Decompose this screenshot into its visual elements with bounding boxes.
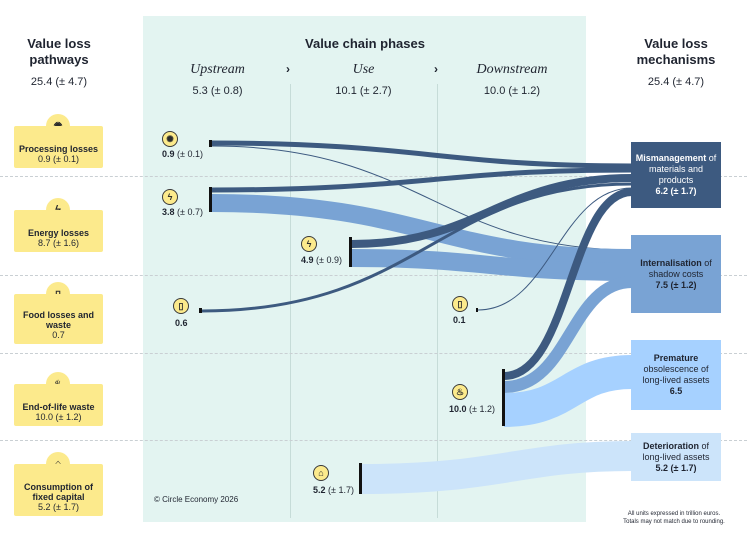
pathway-energy-losses: Energy losses 8.7 (± 1.6) xyxy=(14,210,103,252)
flow-waste-premature xyxy=(503,355,633,427)
phase-divider xyxy=(437,84,438,518)
node-label-processing-upstream: 0.9 (± 0.1) xyxy=(162,149,203,159)
row-divider xyxy=(0,353,747,354)
mechanism-premature-obsolescence: Premature obsolescence of long-lived ass… xyxy=(631,340,721,410)
pathway-value: 5.2 (± 1.7) xyxy=(38,502,79,512)
flow-waste-mismanagement xyxy=(503,188,633,380)
flow-energy-use-mismanagement xyxy=(351,174,633,248)
flow-processing-internalisation xyxy=(211,145,633,251)
node-bar xyxy=(359,463,362,494)
pathway-end-of-life-waste: End-of-life waste 10.0 (± 1.2) xyxy=(14,384,103,426)
phase-name-upstream: Upstream xyxy=(190,62,245,77)
pathway-name: Food losses and waste xyxy=(22,310,94,330)
flow-capital-deterioration xyxy=(361,441,633,494)
node-label-energy-upstream: 3.8 (± 0.7) xyxy=(162,207,203,217)
factory-icon: ⌂ xyxy=(313,465,329,481)
mechanism-deterioration: Deterioration of long-lived assets 5.2 (… xyxy=(631,433,721,481)
gear-icon: ✺ xyxy=(162,131,178,147)
food-jar-icon: ▯ xyxy=(452,296,468,312)
node-bar xyxy=(209,187,212,212)
phase-name-downstream: Downstream xyxy=(476,62,548,77)
pathway-name: Energy losses xyxy=(27,228,90,238)
pathway-fixed-capital: Consumption of fixed capital 5.2 (± 1.7) xyxy=(14,464,103,516)
node-label-food-upstream: 0.6 xyxy=(175,318,188,328)
pathway-name: Processing losses xyxy=(18,144,99,154)
node-label-food-downstream: 0.1 xyxy=(453,315,466,325)
node-label-capital-use: 5.2 (± 1.7) xyxy=(313,485,354,495)
chevron-right-icon: › xyxy=(434,62,438,76)
node-bar xyxy=(209,140,212,147)
flow-energy-up-mismanagement xyxy=(211,167,633,193)
phase-value-downstream: 10.0 (± 1.2) xyxy=(483,85,541,97)
pathway-name: Consumption of fixed capital xyxy=(24,482,93,502)
pathway-food-losses: Food losses and waste 0.7 xyxy=(14,294,103,344)
pathway-value: 0.7 xyxy=(52,330,65,340)
flow-processing-mismanagement xyxy=(211,140,633,169)
pathway-processing-losses: Processing losses 0.9 (± 0.1) xyxy=(14,126,103,168)
node-label-waste-downstream: 10.0 (± 1.2) xyxy=(449,404,495,414)
node-bar xyxy=(199,308,202,313)
phase-value-use: 10.1 (± 2.7) xyxy=(335,85,392,97)
flow-food-down-mismanagement xyxy=(477,187,633,311)
phases-heading: Value chain phases xyxy=(305,36,425,51)
row-divider xyxy=(0,440,747,441)
pathway-value: 10.0 (± 1.2) xyxy=(35,412,82,422)
phase-value-upstream: 5.3 (± 0.8) xyxy=(192,85,243,97)
pathway-value: 0.9 (± 0.1) xyxy=(38,154,79,164)
flow-waste-internalisation xyxy=(503,276,633,393)
mechanisms-heading: Value loss mechanisms xyxy=(636,36,716,67)
pathways-total: 25.4 (± 4.7) xyxy=(30,76,88,88)
chevron-right-icon: › xyxy=(286,62,290,76)
footnote-units: All units expressed in trillion euros. xyxy=(627,511,721,517)
pathway-value: 8.7 (± 1.6) xyxy=(38,238,79,248)
node-bar xyxy=(476,308,478,312)
lightning-icon: ϟ xyxy=(301,236,317,252)
waste-bag-icon: ♨ xyxy=(452,384,468,400)
mechanism-mismanagement: Mismanagement of materials and products … xyxy=(631,142,721,208)
pathway-name: End-of-life waste xyxy=(22,402,95,412)
phase-name-use: Use xyxy=(352,62,375,77)
node-label-energy-use: 4.9 (± 0.9) xyxy=(301,255,342,265)
footnote-rounding: Totals may not match due to rounding. xyxy=(623,519,725,525)
flow-food-up-mismanagement xyxy=(201,182,633,313)
node-bar xyxy=(349,237,352,267)
pathways-heading: Value loss pathways xyxy=(27,36,91,67)
mechanism-internalisation: Internalisation of shadow costs 7.5 (± 1… xyxy=(631,235,721,313)
lightning-icon: ϟ xyxy=(162,189,178,205)
mechanisms-total: 25.4 (± 4.7) xyxy=(647,76,705,88)
node-bar xyxy=(502,369,505,426)
phase-divider xyxy=(290,84,291,518)
food-jar-icon: ▯ xyxy=(173,298,189,314)
copyright: © Circle Economy 2026 xyxy=(154,495,239,504)
flow-energy-use-internalisation xyxy=(351,249,633,281)
row-divider xyxy=(0,176,747,177)
